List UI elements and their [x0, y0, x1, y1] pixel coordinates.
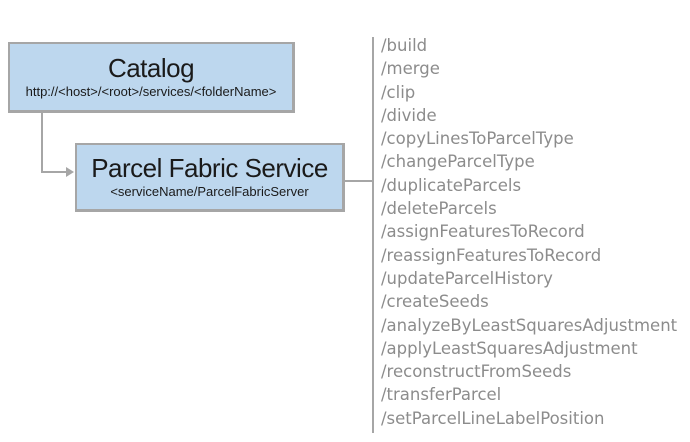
- catalog-url-pattern: http://<host>/<root>/services/<folderNam…: [25, 84, 277, 99]
- connector-catalog-vertical-line: [41, 113, 43, 172]
- catalog-title: Catalog: [107, 53, 195, 83]
- operation-item: /changeParcelType: [381, 152, 535, 172]
- operations-list: /build/merge/clip/divide/copyLinesToParc…: [381, 34, 677, 430]
- operation-item: /createSeeds: [381, 292, 489, 312]
- service-title: Parcel Fabric Service: [91, 153, 328, 183]
- arrowhead-icon: [66, 167, 74, 177]
- service-url-pattern: <serviceName/ParcelFabricServer: [110, 184, 309, 199]
- catalog-node: Catalog http://<host>/<root>/services/<f…: [8, 42, 295, 113]
- connector-catalog-horizontal-line: [41, 171, 67, 173]
- operation-item: /reconstructFromSeeds: [381, 362, 572, 382]
- operation-item: /transferParcel: [381, 385, 502, 405]
- parcel-fabric-service-node: Parcel Fabric Service <serviceName/Parce…: [75, 143, 345, 212]
- operation-item: /reassignFeaturesToRecord: [381, 245, 602, 265]
- operation-item: /copyLinesToParcelType: [381, 129, 574, 149]
- operation-item: /clip: [381, 82, 416, 102]
- operation-item: /assignFeaturesToRecord: [381, 222, 585, 242]
- operation-item: /divide: [381, 105, 437, 125]
- operation-item: /merge: [381, 59, 440, 79]
- operation-item: /build: [381, 36, 428, 55]
- operation-item: /updateParcelHistory: [381, 268, 553, 288]
- connector-service-to-operations: [344, 180, 372, 182]
- operations-divider-line: [372, 37, 374, 433]
- operation-item: /setParcelLineLabelPosition: [381, 408, 605, 428]
- operation-item: /applyLeastSquaresAdjustment: [381, 338, 638, 358]
- operation-item: /duplicateParcels: [381, 175, 522, 195]
- operation-item: /deleteParcels: [381, 199, 497, 219]
- operation-item: /analyzeByLeastSquaresAdjustment: [381, 315, 678, 335]
